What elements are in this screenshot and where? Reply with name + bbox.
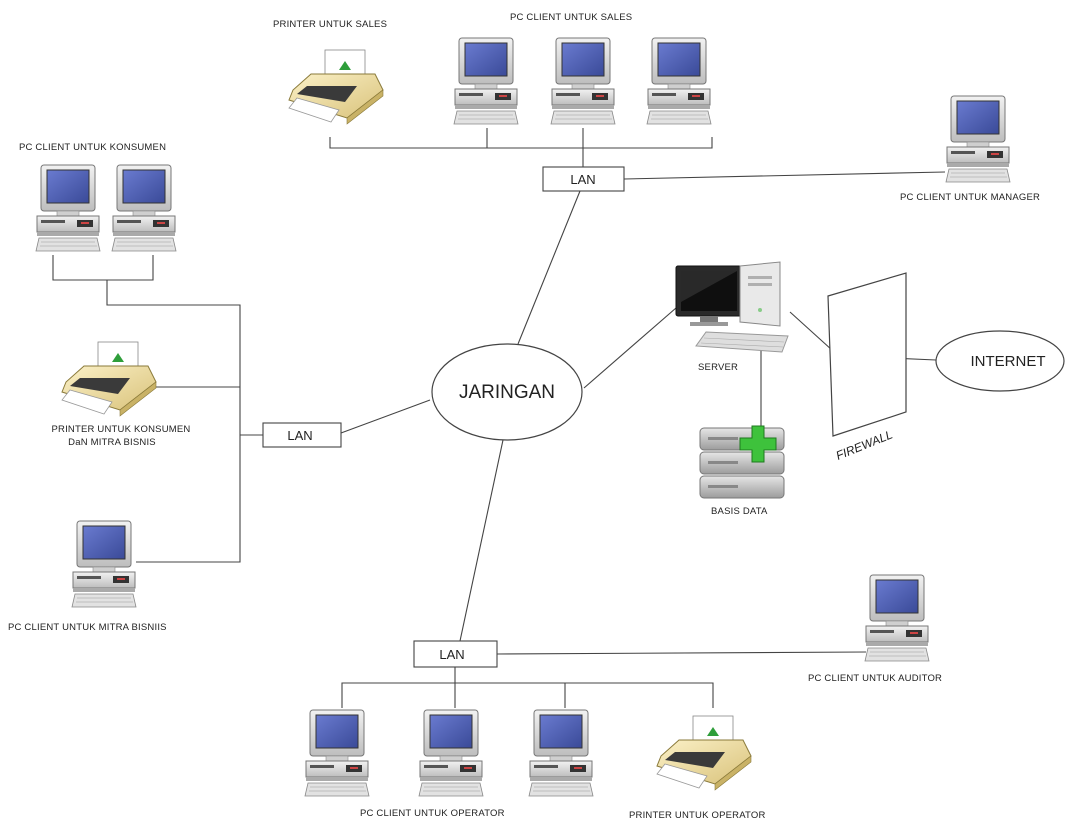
label-pc-mitra: PC CLIENT UNTUK MITRA BISNIIS bbox=[8, 622, 167, 633]
label-printer-konsumen-line1: PRINTER UNTUK KONSUMEN bbox=[52, 424, 191, 435]
pc-client-operator-1-icon[interactable] bbox=[304, 709, 370, 797]
lan-top-box[interactable]: LAN bbox=[542, 166, 625, 192]
label-pc-sales: PC CLIENT UNTUK SALES bbox=[510, 12, 632, 23]
jaringan-label: JARINGAN bbox=[459, 382, 555, 403]
label-printer-sales: PRINTER UNTUK SALES bbox=[273, 19, 387, 30]
pc-client-operator-2-icon[interactable] bbox=[418, 709, 484, 797]
lan-bottom-box[interactable]: LAN bbox=[413, 640, 498, 668]
pc-client-sales-1-icon[interactable] bbox=[453, 37, 519, 125]
firewall-icon[interactable] bbox=[827, 272, 907, 437]
database-icon[interactable] bbox=[699, 425, 785, 499]
label-printer-konsumen-line2: DaN MITRA BISNIS bbox=[68, 437, 156, 448]
internet-node[interactable]: INTERNET bbox=[935, 330, 1065, 392]
lan-bottom-label: LAN bbox=[439, 647, 464, 662]
label-pc-manager: PC CLIENT UNTUK MANAGER bbox=[900, 192, 1040, 203]
pc-client-sales-3-icon[interactable] bbox=[646, 37, 712, 125]
printer-konsumen-icon[interactable] bbox=[61, 341, 157, 417]
pc-client-mitra-icon[interactable] bbox=[71, 520, 137, 608]
pc-client-konsumen-2-icon[interactable] bbox=[111, 164, 177, 252]
pc-client-manager-icon[interactable] bbox=[945, 95, 1011, 183]
jaringan-node[interactable]: JARINGAN bbox=[431, 343, 583, 441]
printer-sales-icon[interactable] bbox=[288, 49, 384, 125]
label-server: SERVER bbox=[698, 362, 738, 373]
printer-operator-icon[interactable] bbox=[656, 715, 752, 791]
lan-top-label: LAN bbox=[570, 172, 595, 187]
lan-left-label: LAN bbox=[287, 428, 312, 443]
pc-client-operator-3-icon[interactable] bbox=[528, 709, 594, 797]
internet-label: INTERNET bbox=[971, 353, 1046, 370]
pc-client-auditor-icon[interactable] bbox=[864, 574, 930, 662]
pc-client-konsumen-1-icon[interactable] bbox=[35, 164, 101, 252]
label-basis-data: BASIS DATA bbox=[711, 506, 768, 517]
label-pc-auditor: PC CLIENT UNTUK AUDITOR bbox=[808, 673, 942, 684]
label-pc-konsumen: PC CLIENT UNTUK KONSUMEN bbox=[19, 142, 166, 153]
label-pc-operator: PC CLIENT UNTUK OPERATOR bbox=[360, 808, 505, 819]
lan-left-box[interactable]: LAN bbox=[262, 422, 342, 448]
pc-client-sales-2-icon[interactable] bbox=[550, 37, 616, 125]
server-computer-icon[interactable] bbox=[675, 261, 789, 353]
label-printer-operator: PRINTER UNTUK OPERATOR bbox=[629, 810, 766, 821]
